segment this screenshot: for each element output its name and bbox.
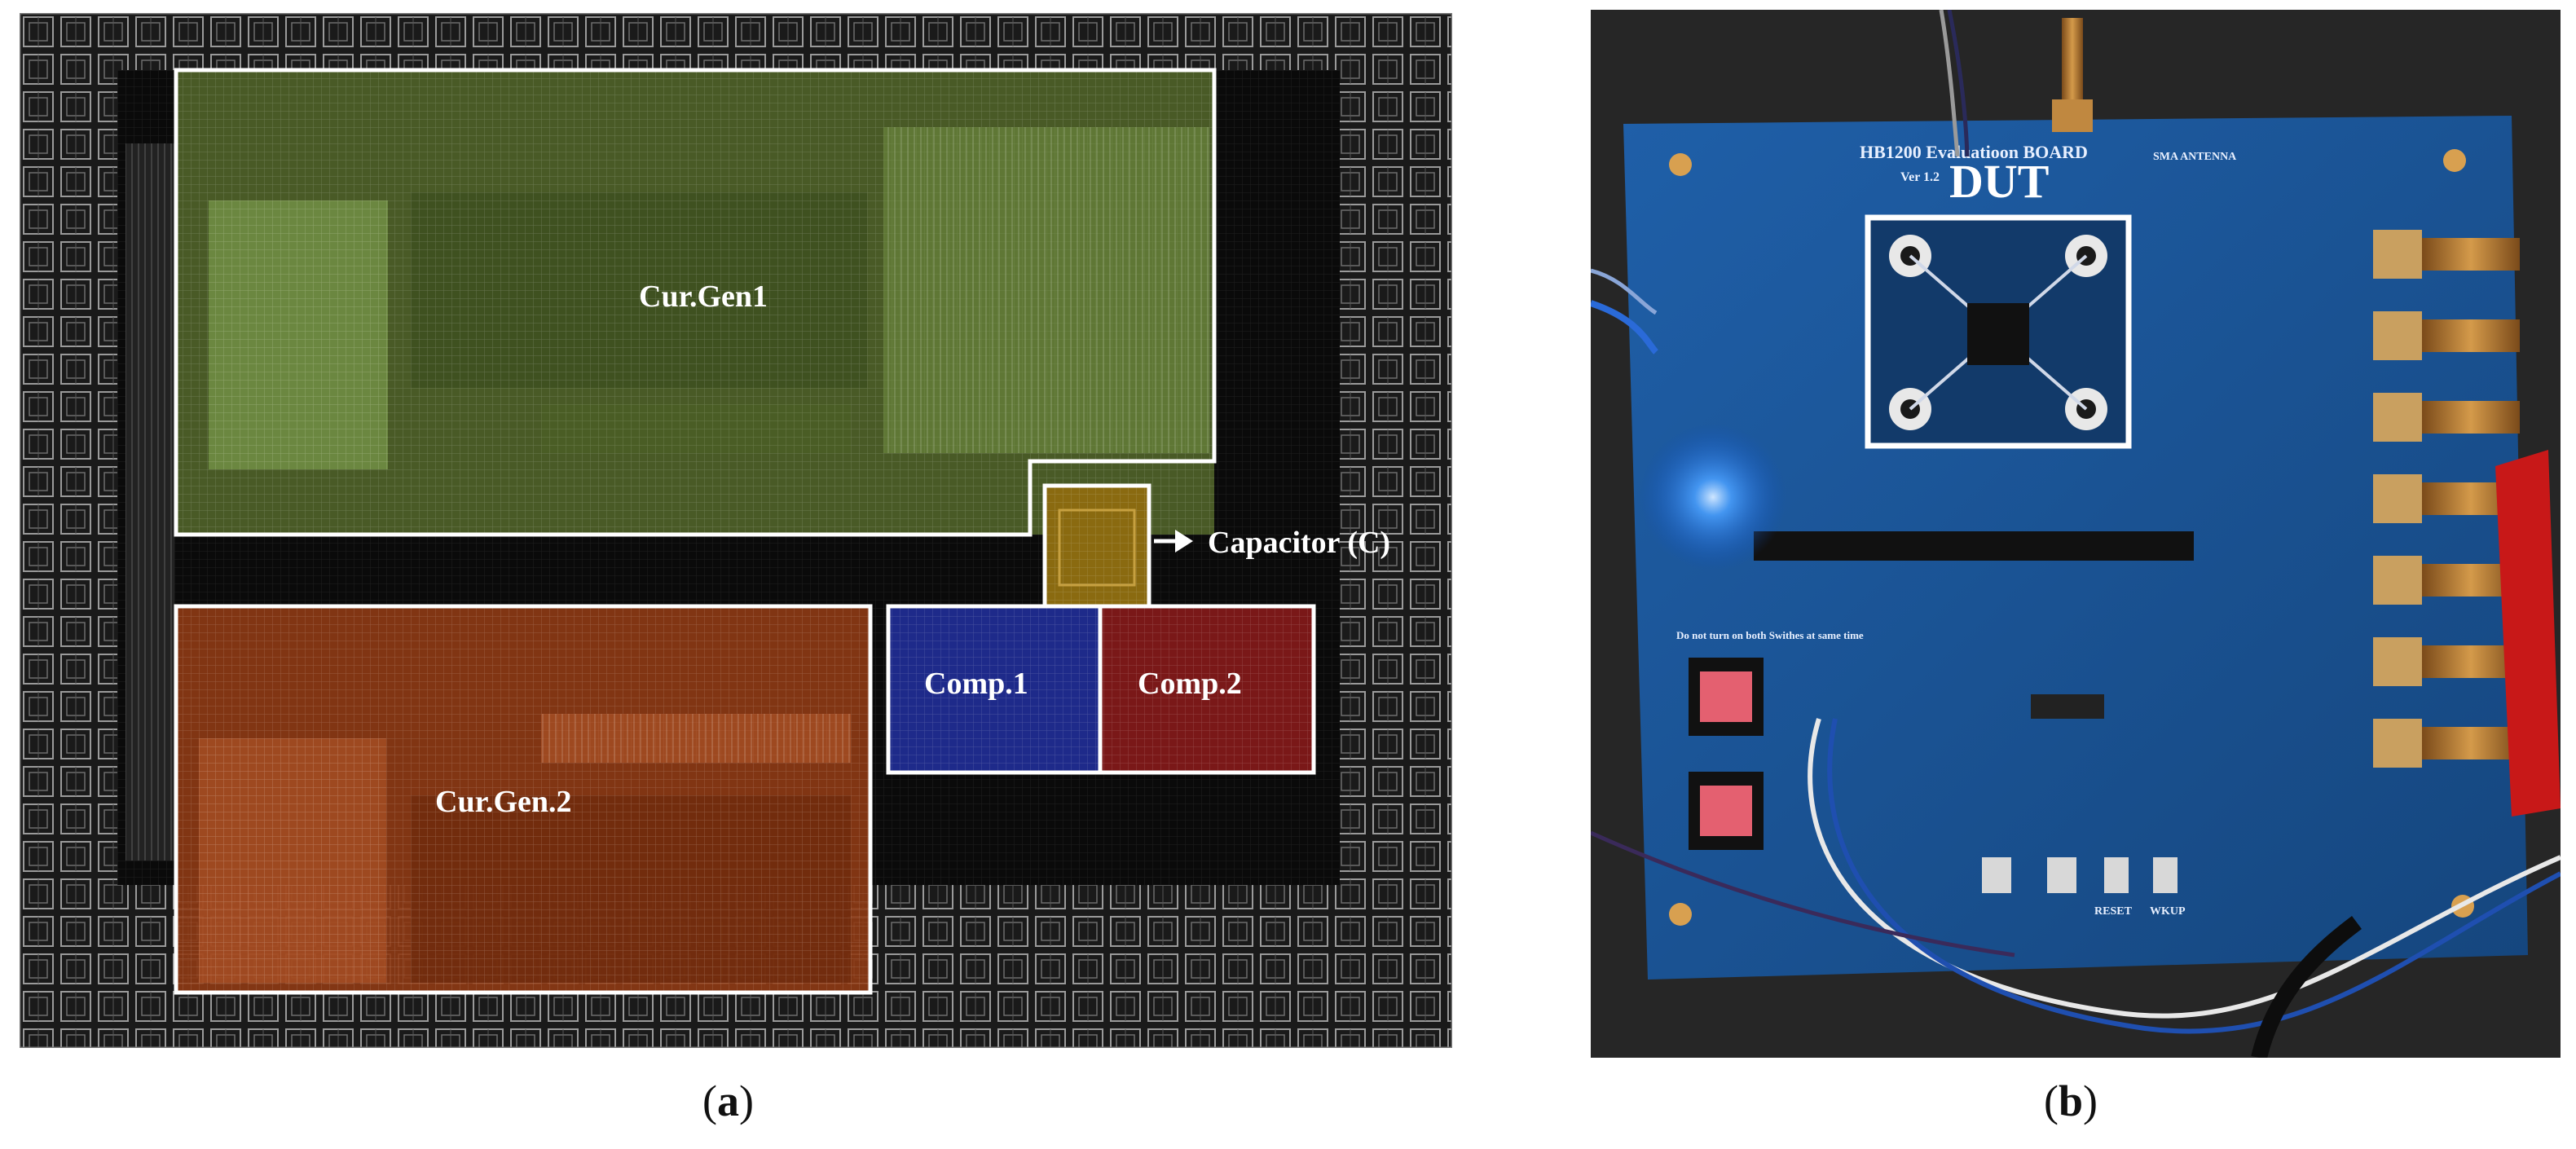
caption-a-open: ( <box>702 1076 717 1125</box>
ribbon-connector <box>2031 694 2104 719</box>
reset-label: RESET <box>2094 905 2133 918</box>
evaluation-board-photo: HB1200 Evaluatioon BOARD Ver 1.2 SMA ANT… <box>1589 9 2562 1060</box>
black-cable <box>2251 916 2362 1060</box>
caption-a-close: ) <box>738 1076 754 1125</box>
comp2-block: Comp.2 <box>1098 604 1316 775</box>
caption-b: (b) <box>2044 1076 2098 1126</box>
pin-header <box>1754 531 2194 561</box>
capacitor-label: Capacitor (C) <box>1208 526 1390 560</box>
comp2-label: Comp.2 <box>1138 667 1242 701</box>
switch-warning: Do not turn on both Swithes at same time <box>1676 629 1864 641</box>
caption-b-letter: b <box>2058 1076 2084 1125</box>
comp1-block: Comp.1 <box>886 604 1103 775</box>
reset-button <box>2104 857 2129 893</box>
test-button-1 <box>1982 857 2011 893</box>
mounting-hole <box>1669 153 1692 176</box>
caption-a: (a) <box>702 1076 754 1126</box>
white-cable <box>1808 718 2562 1019</box>
wkup-button <box>2153 857 2177 893</box>
board-version: Ver 1.2 <box>1900 170 1940 184</box>
caption-a-letter: a <box>716 1076 739 1125</box>
caption-b-open: ( <box>2044 1076 2059 1125</box>
curgen2-block: Cur.Gen.2 <box>174 604 873 995</box>
mounting-hole <box>2443 149 2466 172</box>
dut-chip <box>1967 303 2029 365</box>
caption-b-close: ) <box>2083 1076 2098 1125</box>
chip-layout-figure: Cur.Gen1 Capacitor (C) Cur.Gen.2 <box>18 11 1454 1050</box>
red-probe-clip <box>2495 450 2561 817</box>
dut-mounting-pads <box>1889 235 2107 430</box>
curgen1-label: Cur.Gen1 <box>639 280 768 314</box>
test-button-2 <box>2047 857 2076 893</box>
antenna-label: SMA ANTENNA <box>2153 151 2237 163</box>
capacitor-block: Capacitor (C) <box>1042 483 1390 609</box>
dut-highlight-box <box>1865 214 2132 449</box>
dut-label: DUT <box>1949 155 2049 208</box>
blue-led <box>1640 424 1786 570</box>
board-photo-figure: HB1200 Evaluatioon BOARD Ver 1.2 SMA ANT… <box>1589 9 2562 1060</box>
board-title: HB1200 Evaluatioon BOARD <box>1860 142 2088 162</box>
comp1-label: Comp.1 <box>924 667 1028 701</box>
sma-connector-column <box>2373 230 2520 768</box>
mounting-hole <box>1669 903 1692 926</box>
chip-layout-panel: Cur.Gen1 Capacitor (C) Cur.Gen.2 <box>18 11 1454 1050</box>
grey-cable <box>1939 9 1960 157</box>
curgen1-block: Cur.Gen1 <box>174 68 1217 537</box>
blue-cable <box>1589 300 1658 354</box>
curgen2-label: Cur.Gen.2 <box>435 785 572 819</box>
wkup-label: WKUP <box>2150 905 2186 918</box>
